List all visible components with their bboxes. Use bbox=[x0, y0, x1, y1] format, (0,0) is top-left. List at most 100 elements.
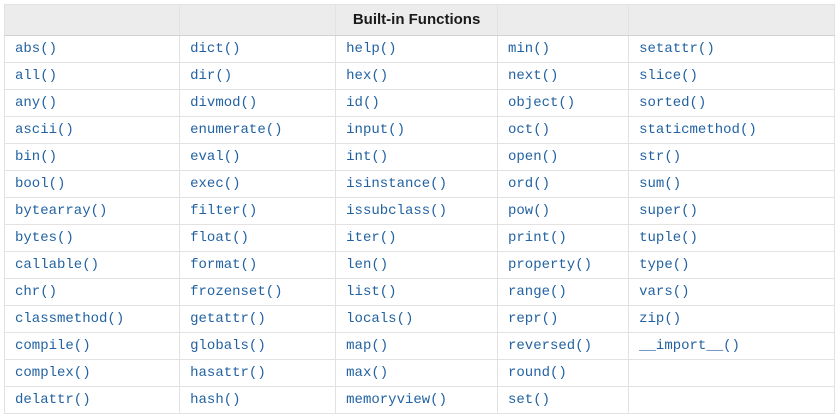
table-row: compile() globals() map() reversed() __impor… bbox=[3, 332, 835, 360]
function-link[interactable]: oct() bbox=[508, 122, 551, 138]
function-link[interactable]: input() bbox=[346, 122, 405, 138]
function-link[interactable]: eval() bbox=[190, 149, 241, 165]
function-link[interactable]: bin() bbox=[15, 149, 58, 165]
function-cell: range() bbox=[496, 278, 630, 306]
function-link[interactable]: bytes() bbox=[15, 230, 74, 246]
function-link[interactable]: classmethod() bbox=[15, 311, 125, 327]
function-cell: bin() bbox=[3, 143, 181, 171]
function-cell: eval() bbox=[179, 143, 337, 171]
function-link[interactable]: set() bbox=[508, 392, 551, 408]
empty-cell bbox=[628, 359, 835, 387]
function-link[interactable]: help() bbox=[346, 41, 397, 57]
function-link[interactable]: sorted() bbox=[639, 95, 707, 111]
function-link[interactable]: format() bbox=[190, 257, 258, 273]
function-link[interactable]: print() bbox=[508, 230, 567, 246]
table-row: callable() format() len() property() type() bbox=[3, 251, 835, 279]
table-header-row: Built-in Functions bbox=[3, 4, 835, 36]
function-link[interactable]: iter() bbox=[346, 230, 397, 246]
function-link[interactable]: reversed() bbox=[508, 338, 593, 354]
function-link[interactable]: vars() bbox=[639, 284, 690, 300]
function-cell: globals() bbox=[179, 332, 337, 360]
table-row: delattr() hash() memoryview() set() bbox=[3, 386, 835, 414]
function-link[interactable]: abs() bbox=[15, 41, 58, 57]
function-link[interactable]: complex() bbox=[15, 365, 91, 381]
function-link[interactable]: round() bbox=[508, 365, 567, 381]
function-link[interactable]: locals() bbox=[346, 311, 414, 327]
function-link[interactable]: zip() bbox=[639, 311, 682, 327]
function-link[interactable]: hex() bbox=[346, 68, 389, 84]
function-link[interactable]: frozenset() bbox=[190, 284, 283, 300]
function-link[interactable]: repr() bbox=[508, 311, 559, 327]
function-link[interactable]: object() bbox=[508, 95, 576, 111]
function-link[interactable]: next() bbox=[508, 68, 559, 84]
function-link[interactable]: dir() bbox=[190, 68, 233, 84]
function-cell: dict() bbox=[179, 35, 337, 63]
function-link[interactable]: range() bbox=[508, 284, 567, 300]
function-link[interactable]: staticmethod() bbox=[639, 122, 757, 138]
table-row: chr() frozenset() list() range() vars() bbox=[3, 278, 835, 306]
table-row: bytes() float() iter() print() tuple() bbox=[3, 224, 835, 252]
function-link[interactable]: delattr() bbox=[15, 392, 91, 408]
function-link[interactable]: float() bbox=[190, 230, 249, 246]
function-link[interactable]: exec() bbox=[190, 176, 241, 192]
function-cell: slice() bbox=[628, 62, 835, 90]
function-link[interactable]: any() bbox=[15, 95, 58, 111]
function-link[interactable]: hash() bbox=[190, 392, 241, 408]
function-link[interactable]: ascii() bbox=[15, 122, 74, 138]
function-link[interactable]: hasattr() bbox=[190, 365, 266, 381]
function-cell: oct() bbox=[496, 116, 630, 144]
function-cell: __import__() bbox=[628, 332, 835, 360]
function-link[interactable]: divmod() bbox=[190, 95, 258, 111]
function-cell: sum() bbox=[628, 170, 835, 198]
function-cell: print() bbox=[496, 224, 630, 252]
function-cell: super() bbox=[628, 197, 835, 225]
function-link[interactable]: map() bbox=[346, 338, 389, 354]
function-cell: pow() bbox=[496, 197, 630, 225]
function-cell: str() bbox=[628, 143, 835, 171]
function-cell: chr() bbox=[3, 278, 181, 306]
function-cell: any() bbox=[3, 89, 181, 117]
function-link[interactable]: isinstance() bbox=[346, 176, 447, 192]
function-link[interactable]: id() bbox=[346, 95, 380, 111]
function-link[interactable]: open() bbox=[508, 149, 559, 165]
function-cell: int() bbox=[335, 143, 498, 171]
function-link[interactable]: super() bbox=[639, 203, 698, 219]
function-link[interactable]: filter() bbox=[190, 203, 258, 219]
function-link[interactable]: int() bbox=[346, 149, 389, 165]
function-link[interactable]: len() bbox=[346, 257, 389, 273]
function-link[interactable]: list() bbox=[346, 284, 397, 300]
function-link[interactable]: bool() bbox=[15, 176, 66, 192]
function-link[interactable]: type() bbox=[639, 257, 690, 273]
table-row: all() dir() hex() next() slice() bbox=[3, 62, 835, 90]
function-link[interactable]: dict() bbox=[190, 41, 241, 57]
function-link[interactable]: compile() bbox=[15, 338, 91, 354]
function-link[interactable]: setattr() bbox=[639, 41, 715, 57]
function-cell: tuple() bbox=[628, 224, 835, 252]
function-link[interactable]: memoryview() bbox=[346, 392, 447, 408]
function-link[interactable]: tuple() bbox=[639, 230, 698, 246]
function-link[interactable]: getattr() bbox=[190, 311, 266, 327]
function-link[interactable]: all() bbox=[15, 68, 58, 84]
function-link[interactable]: max() bbox=[346, 365, 389, 381]
function-link[interactable]: pow() bbox=[508, 203, 551, 219]
function-cell: map() bbox=[335, 332, 498, 360]
function-link[interactable]: __import__() bbox=[639, 338, 740, 354]
function-link[interactable]: issubclass() bbox=[346, 203, 447, 219]
function-link[interactable]: ord() bbox=[508, 176, 551, 192]
table-row: bin() eval() int() open() str() bbox=[3, 143, 835, 171]
function-cell: type() bbox=[628, 251, 835, 279]
function-link[interactable]: bytearray() bbox=[15, 203, 108, 219]
function-link[interactable]: property() bbox=[508, 257, 593, 273]
function-link[interactable]: enumerate() bbox=[190, 122, 283, 138]
function-cell: ascii() bbox=[3, 116, 181, 144]
function-link[interactable]: chr() bbox=[15, 284, 58, 300]
function-link[interactable]: callable() bbox=[15, 257, 100, 273]
function-link[interactable]: sum() bbox=[639, 176, 682, 192]
function-link[interactable]: str() bbox=[639, 149, 682, 165]
function-cell: object() bbox=[496, 89, 630, 117]
function-link[interactable]: globals() bbox=[190, 338, 266, 354]
function-link[interactable]: slice() bbox=[639, 68, 698, 84]
function-link[interactable]: min() bbox=[508, 41, 551, 57]
function-cell: list() bbox=[335, 278, 498, 306]
function-cell: property() bbox=[496, 251, 630, 279]
